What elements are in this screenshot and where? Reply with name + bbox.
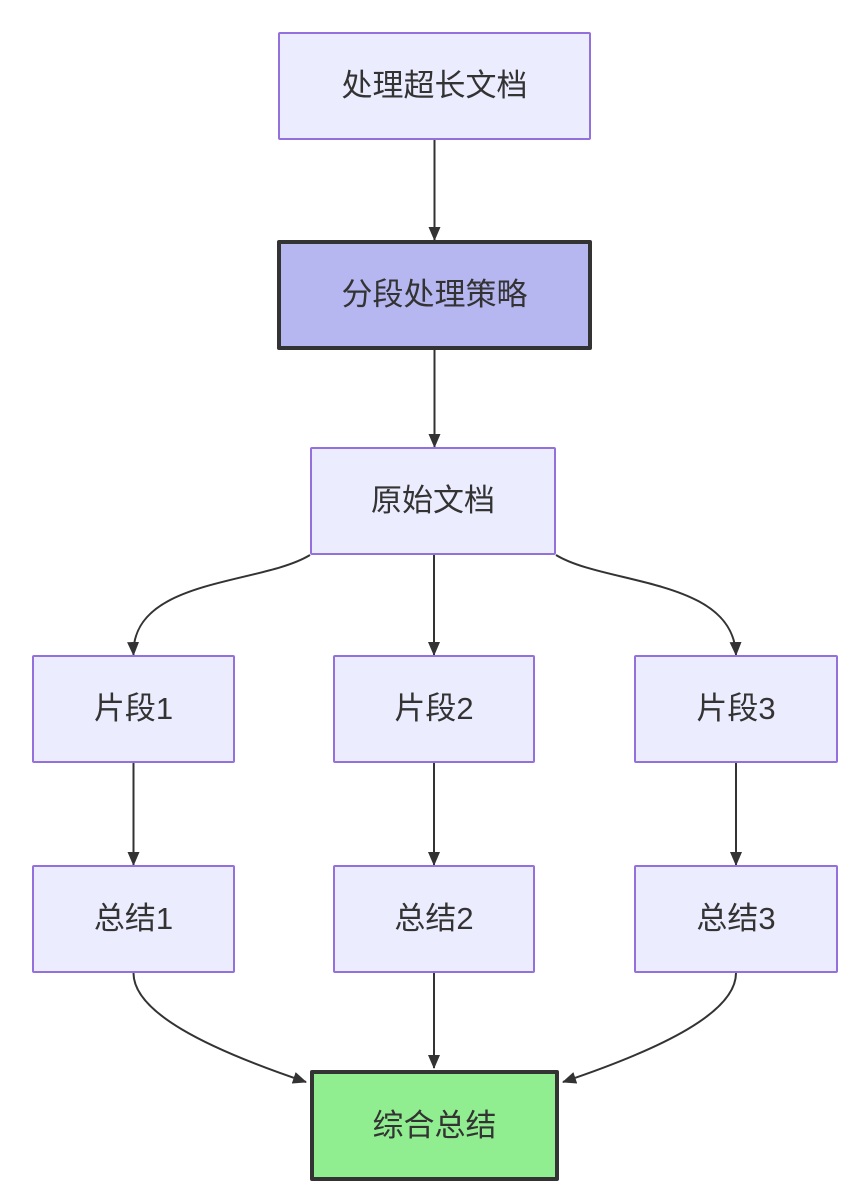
node-fragment-2: 片段2 [333, 655, 535, 763]
node-original-document: 原始文档 [310, 447, 556, 555]
node-summary-2: 总结2 [333, 865, 535, 973]
node-final-summary: 综合总结 [310, 1070, 559, 1181]
node-label: 总结1 [93, 901, 174, 937]
node-label: 片段3 [696, 691, 776, 727]
node-label: 原始文档 [371, 483, 495, 519]
edge-original-to-fragment3 [555, 554, 742, 656]
node-fragment-1: 片段1 [32, 655, 235, 763]
node-label: 总结2 [394, 901, 474, 937]
edge-summary1-to-final [132, 972, 307, 1084]
edge-summary3-to-final [562, 972, 737, 1084]
node-label: 分段处理策略 [341, 277, 528, 313]
node-label: 片段2 [394, 691, 474, 727]
node-label: 总结3 [696, 901, 776, 937]
node-summary-1: 总结1 [32, 865, 235, 973]
node-fragment-3: 片段3 [634, 655, 838, 763]
node-label: 片段1 [93, 691, 174, 727]
node-segmentation-strategy: 分段处理策略 [277, 240, 592, 350]
node-label: 处理超长文档 [341, 68, 528, 104]
node-summary-3: 总结3 [634, 865, 838, 973]
edge-original-to-fragment1 [127, 554, 311, 656]
node-label: 综合总结 [372, 1107, 497, 1143]
node-process-long-document: 处理超长文档 [278, 32, 591, 140]
